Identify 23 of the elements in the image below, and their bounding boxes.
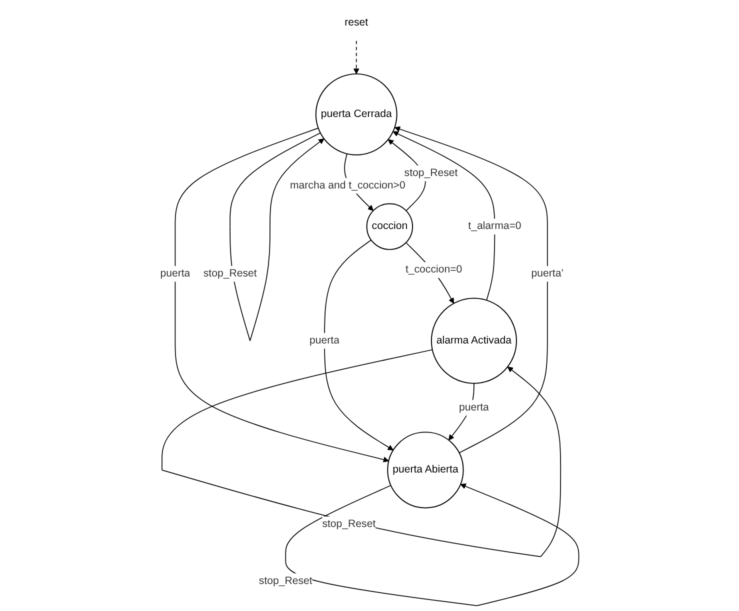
node-circle: coccion — [366, 203, 414, 250]
arrow — [394, 126, 548, 454]
node-circle: alarma Activada — [430, 298, 517, 384]
node-circle: puerta Abierta — [387, 432, 464, 508]
arrow — [324, 240, 394, 450]
edge-label: puerta — [310, 334, 340, 346]
edge-label: t_alarma=0 — [468, 220, 522, 232]
edge-label: puerta’ — [531, 268, 564, 280]
arrow — [392, 131, 496, 301]
arrow — [162, 349, 562, 558]
node-text: reset — [344, 17, 368, 28]
edge-label: marcha and t_coccion>0 — [290, 180, 406, 192]
edge-label: stop_Reset — [404, 167, 458, 179]
edge-label: puerta — [458, 402, 489, 414]
edge-label: stop_Reset — [203, 268, 257, 280]
arrow — [353, 40, 360, 74]
edge-label: stop_Reset — [322, 518, 376, 530]
edge-label: puerta — [160, 268, 190, 280]
arrow — [285, 484, 580, 606]
edge-label: t_coccion=0 — [405, 264, 462, 276]
edge-label: stop_Reset — [258, 575, 312, 586]
arrow — [174, 128, 389, 462]
node-circle: puerta Cerrada — [315, 73, 398, 156]
